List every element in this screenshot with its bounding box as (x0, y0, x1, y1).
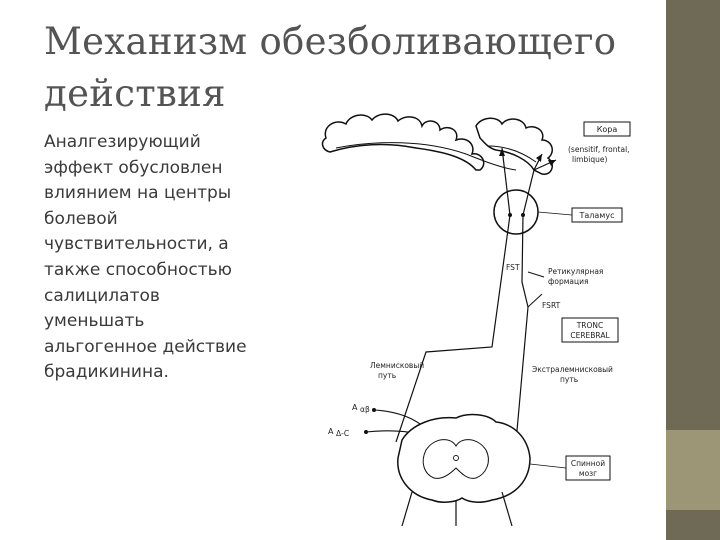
label-cortex-sub-1: (sensitif, frontal, (568, 145, 630, 154)
label-lemniscal-1: Лемнисковый (370, 361, 424, 370)
right-bar-accent-band (666, 430, 720, 510)
right-decorative-bar (666, 0, 720, 540)
thalamus-circle (494, 190, 538, 234)
spinal-central-canal (454, 456, 459, 461)
label-cortex-sub-2: limbique) (572, 155, 607, 164)
spinal-root-right (502, 492, 512, 526)
brain-cortex-outline-right (476, 118, 552, 174)
label-a-delta-c-sub: Δ-C (336, 429, 349, 438)
label-lemniscal-2: путь (378, 371, 396, 380)
label-fst: FST (506, 263, 520, 272)
label-tronc-1: TRONC (576, 321, 604, 330)
leader-line (530, 464, 566, 468)
label-fsrt: FSRT (542, 301, 561, 310)
spinal-root-left (402, 492, 412, 526)
label-reticular-1: Ретикулярная (548, 267, 603, 276)
extralemniscal-pathway (478, 215, 528, 450)
label-a-delta-c: A (328, 427, 334, 436)
fsrt-branch (528, 294, 542, 307)
label-a-beta-sub: αβ (360, 405, 370, 414)
label-spinal-1: Спинной (571, 459, 605, 468)
leader-line (538, 212, 572, 215)
label-extralemniscal-1: Экстралемнисковый (532, 365, 613, 374)
lemniscal-pathway (396, 215, 510, 442)
label-thalamus: Таламус (579, 211, 615, 220)
label-tronc-2: CEREBRAL (570, 331, 610, 340)
label-spinal-2: мозг (579, 469, 597, 478)
label-cortex: Кора (597, 125, 618, 134)
pain-pathway-diagram: Кора (sensitif, frontal, limbique) Талам… (316, 112, 636, 526)
label-extralemniscal-2: путь (560, 375, 578, 384)
reticular-branch (528, 272, 544, 277)
label-a-beta: A (352, 403, 358, 412)
label-reticular-2: формация (548, 277, 589, 286)
brain-cortex-outline (323, 114, 484, 170)
slide-body-text: Аналгезирующий эффект обусловлен влияние… (44, 130, 284, 386)
slide-title: Механизм обезболивающего действия (44, 16, 644, 120)
